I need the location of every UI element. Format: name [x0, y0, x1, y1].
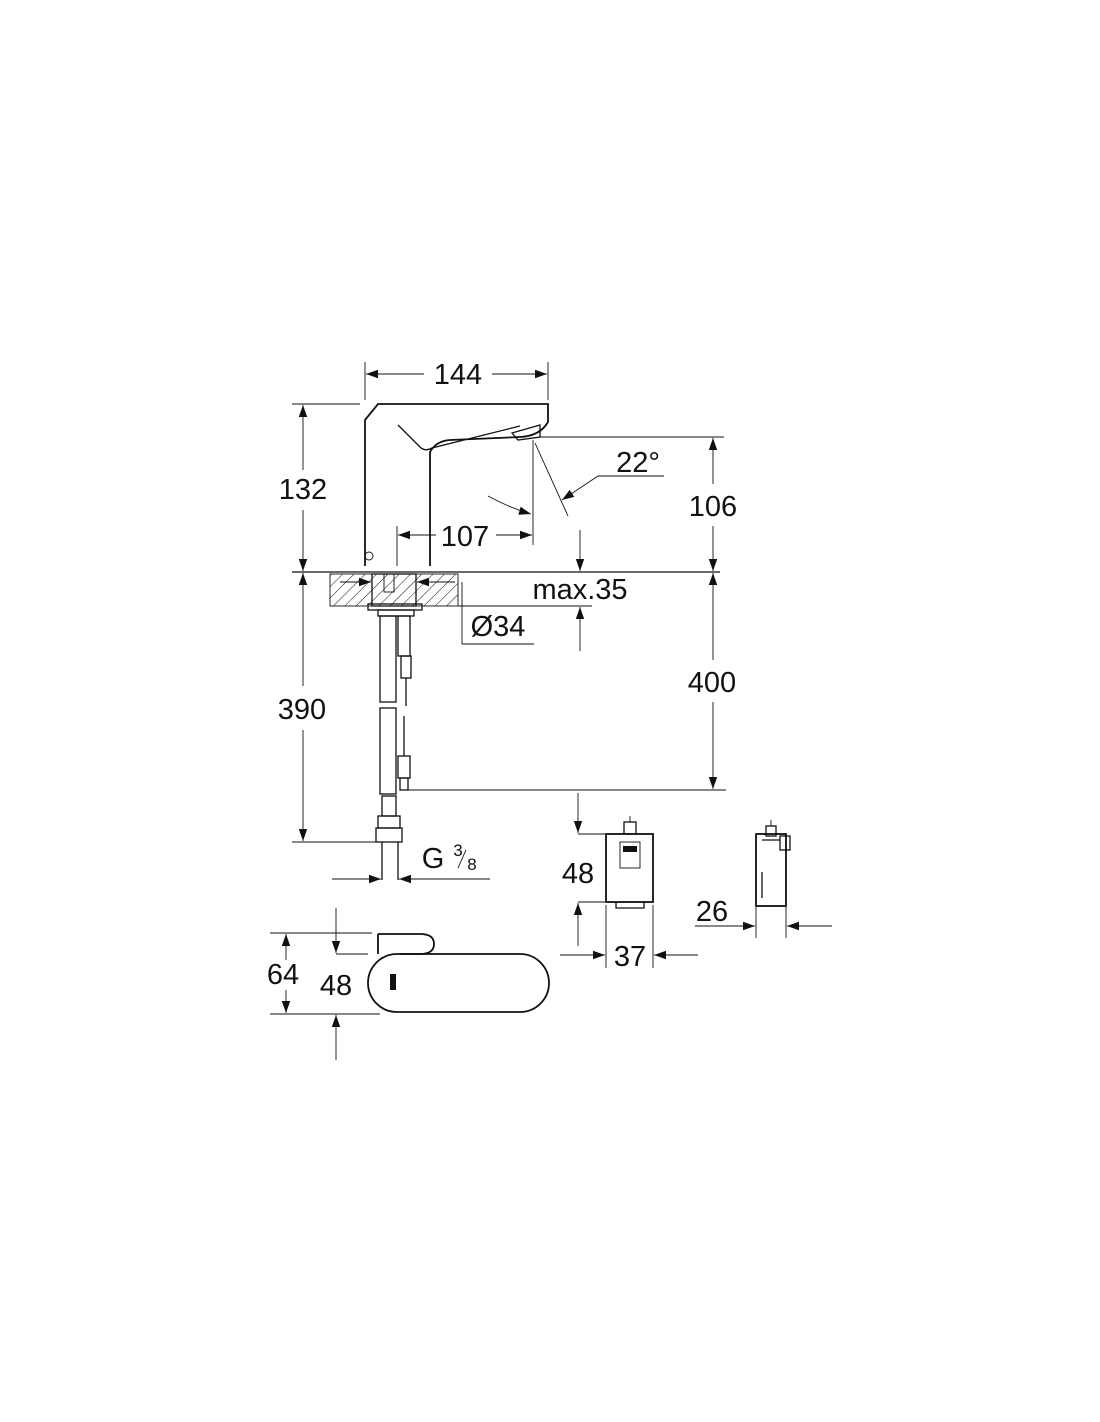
label-64: 64: [267, 959, 299, 991]
dim-spout-angle: 22°: [487, 440, 664, 545]
label-max35: max.35: [532, 574, 627, 606]
dim-max-deck-thickness: max.35: [458, 530, 628, 651]
label-dia34: Ø34: [471, 611, 526, 643]
faucet-side-view: [292, 403, 726, 880]
dim-outlet-height: 106: [540, 436, 737, 571]
dim-spout-length: 144: [364, 359, 549, 400]
dim-hose-length: 390: [278, 573, 376, 843]
dim-height-above-deck: 132: [279, 403, 360, 571]
label-107: 107: [441, 521, 489, 553]
dim-connection-thread: G 3 8: [332, 841, 490, 884]
label-g: G: [422, 843, 445, 875]
label-144: 144: [434, 359, 482, 391]
label-390: 390: [278, 694, 326, 726]
label-g-den: 8: [467, 855, 476, 874]
label-g-num: 3: [453, 841, 462, 860]
label-22deg: 22°: [616, 447, 660, 479]
faucet-plan-view: 64 48: [267, 908, 550, 1060]
dim-hole-diameter: Ø34: [340, 577, 534, 645]
control-box-side: 26: [695, 820, 832, 938]
dim-cable-length: 400: [688, 573, 736, 789]
label-48-box: 48: [562, 858, 594, 890]
label-26: 26: [696, 896, 728, 928]
dim-reach: 107: [396, 521, 532, 566]
control-box-front: 48 37: [560, 793, 698, 973]
label-48-plan: 48: [320, 970, 352, 1002]
label-400: 400: [688, 667, 736, 699]
label-37: 37: [614, 941, 646, 973]
label-132: 132: [279, 474, 327, 506]
label-106: 106: [689, 491, 737, 523]
